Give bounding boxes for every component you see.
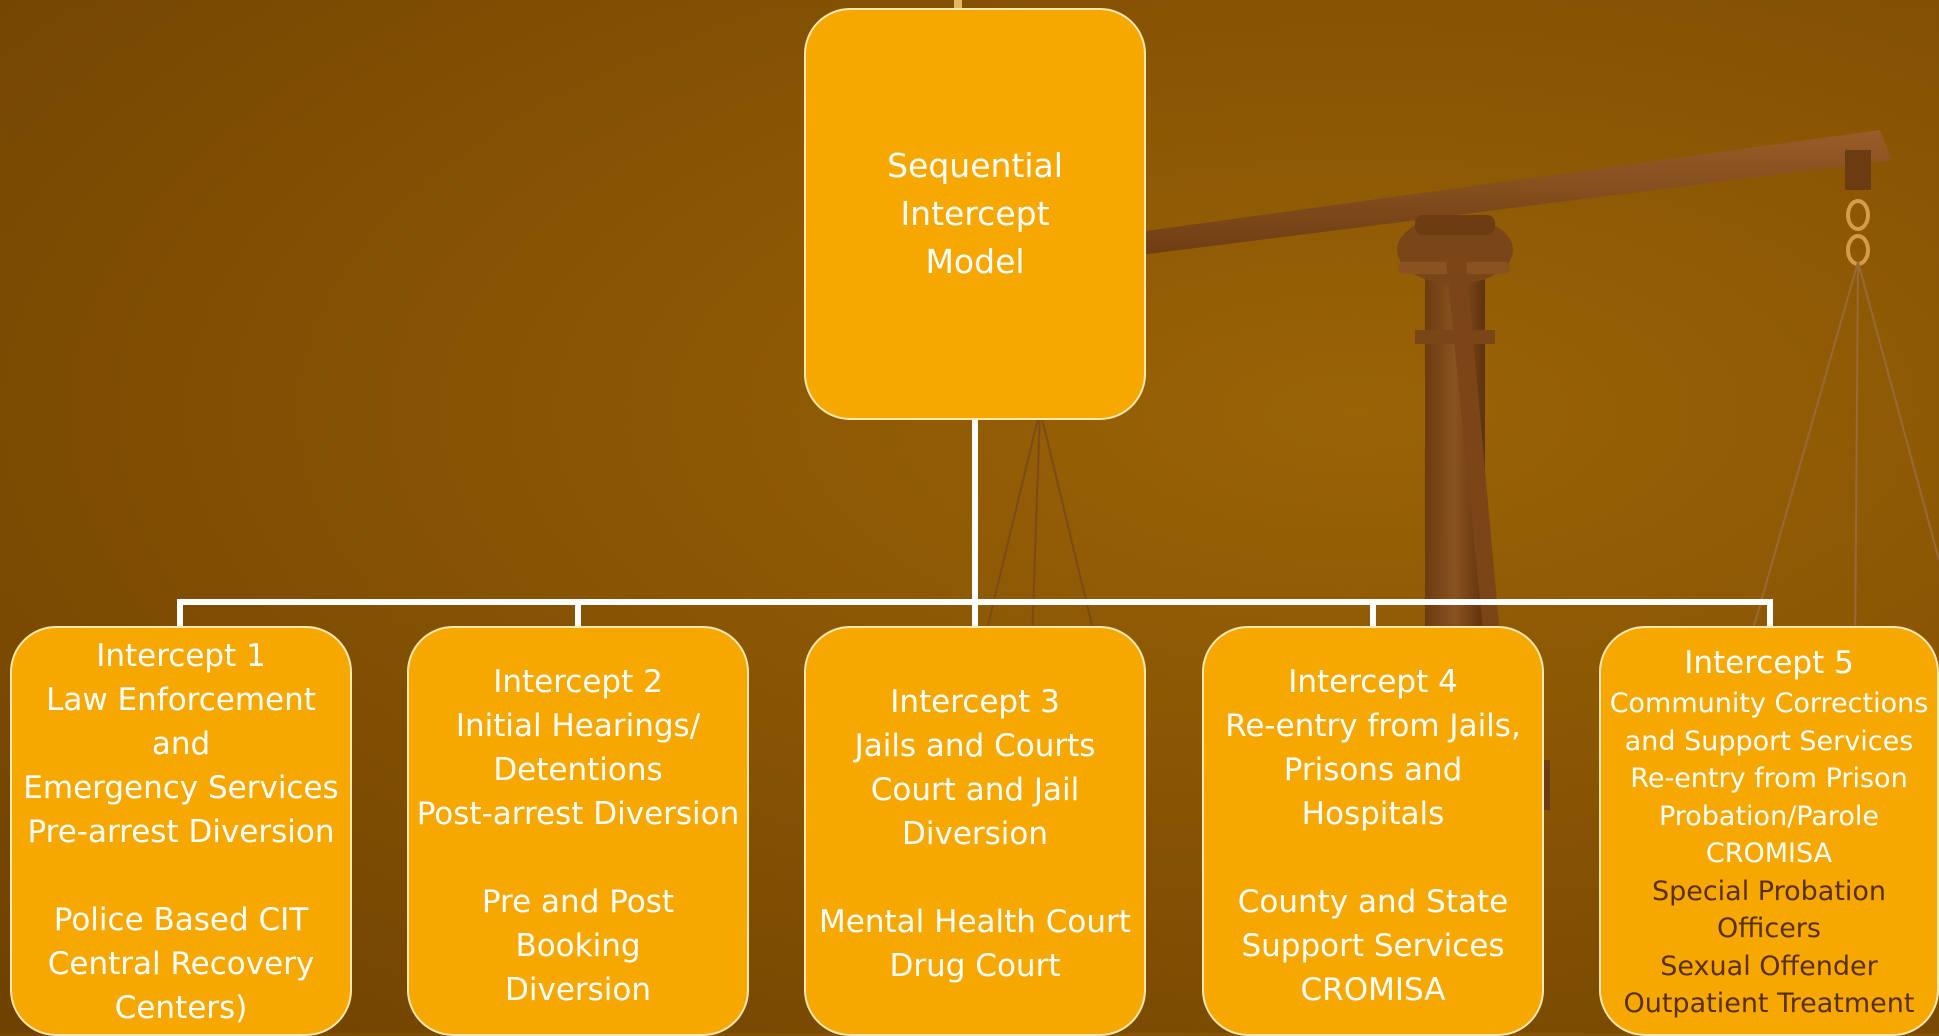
intercept-line: Initial Hearings/	[455, 708, 701, 745]
intercept-line: Detentions	[493, 752, 663, 789]
intercept-line: Community Corrections	[1609, 688, 1929, 720]
intercept-line: Special Probation	[1651, 875, 1887, 907]
intercept-line: Outpatient Treatment	[1623, 988, 1915, 1020]
intercept-line: Police Based CIT	[53, 902, 309, 939]
intercept-1-node: Intercept 1 Law Enforcement and Emergenc…	[10, 626, 352, 1036]
line-gap	[16, 854, 346, 898]
intercept-line: Sexual Offender	[1660, 950, 1878, 982]
root-node-sequential-intercept-model: Sequential Intercept Model	[804, 8, 1146, 420]
intercept-line: Prisons and	[1283, 752, 1463, 789]
intercept-line: Pre and Post	[481, 884, 675, 921]
root-label-line: Model	[925, 241, 1025, 281]
intercept-line: CROMISA	[1300, 972, 1446, 1009]
intercept-line: Officers	[1717, 913, 1821, 945]
intercept-line: Re-entry from Jails,	[1225, 708, 1521, 745]
line-gap	[810, 856, 1140, 900]
intercept-4-node: Intercept 4 Re-entry from Jails, Prisons…	[1202, 626, 1544, 1036]
intercept-title: Intercept 5	[1684, 645, 1854, 681]
intercept-line: Booking	[515, 928, 641, 965]
intercept-line: Probation/Parole	[1658, 800, 1880, 832]
intercept-line: Re-entry from Prison	[1630, 763, 1908, 795]
intercept-line: Post-arrest Diversion	[416, 796, 740, 833]
intercept-5-node: Intercept 5 Community Corrections and Su…	[1599, 626, 1939, 1036]
intercept-2-node: Intercept 2 Initial Hearings/ Detentions…	[407, 626, 749, 1036]
intercept-line: Hospitals	[1301, 796, 1445, 833]
intercept-3-node: Intercept 3 Jails and Courts Court and J…	[804, 626, 1146, 1036]
intercept-line: Mental Health Court	[819, 904, 1131, 941]
intercept-line: Drug Court	[889, 948, 1061, 985]
intercept-title: Intercept 4	[1288, 664, 1458, 700]
line-gap	[413, 836, 743, 880]
intercept-line: Jails and Courts	[854, 728, 1096, 765]
intercept-line: Centers)	[114, 990, 248, 1027]
intercept-line: and Support Services	[1624, 725, 1914, 757]
intercept-line: Diversion	[901, 816, 1049, 853]
intercept-line: Central Recovery	[47, 946, 315, 983]
intercept-title: Intercept 1	[96, 638, 266, 674]
intercept-line: and	[151, 726, 211, 763]
intercept-line: Pre-arrest Diversion	[27, 814, 335, 851]
intercept-line: Law Enforcement	[46, 682, 316, 719]
root-label-line: Sequential	[887, 146, 1063, 186]
intercept-title: Intercept 3	[890, 684, 1060, 720]
intercept-line: Emergency Services	[23, 770, 339, 807]
intercept-line: County and State	[1237, 884, 1509, 921]
intercept-line: Court and Jail	[870, 772, 1080, 809]
root-label-line: Intercept	[900, 194, 1050, 234]
intercept-line: CROMISA	[1705, 838, 1833, 870]
intercept-line: Diversion	[504, 972, 652, 1009]
line-gap	[1208, 836, 1538, 880]
intercept-line: Support Services	[1241, 928, 1505, 965]
intercept-title: Intercept 2	[493, 664, 663, 700]
connector-lines	[177, 418, 1773, 626]
